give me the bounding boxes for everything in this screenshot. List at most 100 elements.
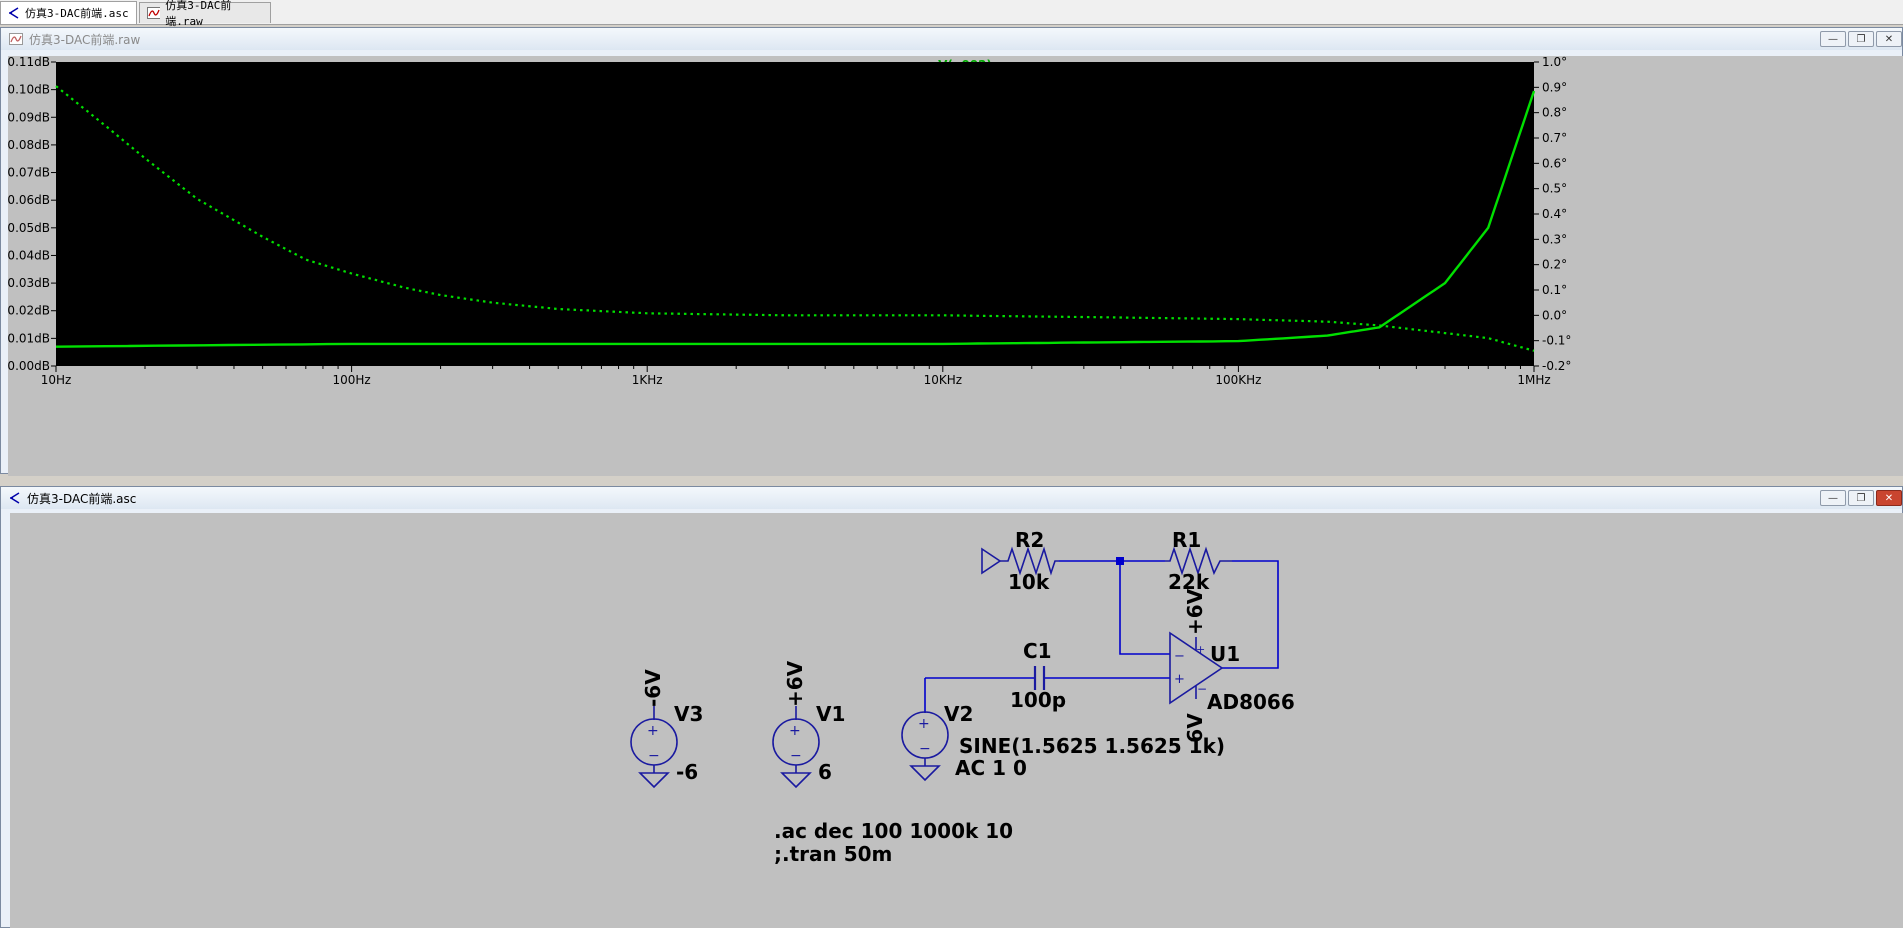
wires — [924, 560, 1279, 713]
schematic-titlebar[interactable]: 仿真3-DAC前端.asc — [1, 487, 1902, 509]
u1-name: U1 — [1210, 642, 1240, 666]
waveform-window-title: 仿真3-DAC前端.raw — [29, 32, 141, 47]
r2-name: R2 — [1015, 528, 1044, 552]
r2-value: 10k — [1008, 570, 1050, 594]
restore-button[interactable]: ❐ — [1848, 490, 1874, 506]
wire-inverting-input[interactable] — [1119, 561, 1170, 655]
waveform-icon — [147, 7, 161, 19]
waveform-window-controls: — ❐ ✕ — [1820, 31, 1902, 47]
schematic-window-title: 仿真3-DAC前端.asc — [27, 491, 137, 506]
plus-sign: + — [918, 716, 930, 732]
minimize-button[interactable]: — — [1820, 490, 1846, 506]
supply-plus-sign: + — [1196, 643, 1205, 656]
waveform-icon — [9, 33, 23, 45]
waveform-plot-pane[interactable]: V(n002) 10.00dB10.01dB10.02dB10.03dB10.0… — [8, 56, 1903, 476]
close-button[interactable]: ✕ — [1876, 490, 1902, 506]
right-tick-label: 0.6° — [1542, 156, 1567, 170]
v3-net-label: -6V — [641, 669, 665, 707]
right-tick-label: 0.2° — [1542, 258, 1567, 272]
v1-value: 6 — [818, 760, 832, 784]
magnitude-trace — [55, 90, 1536, 348]
resistor-zigzag — [1000, 546, 1059, 576]
right-tick-label: 0.8° — [1542, 106, 1567, 120]
right-tick-label: 0.0° — [1542, 308, 1567, 322]
x-tick-label: 10Hz — [41, 373, 72, 387]
schematic-canvas[interactable]: R2 10k R1 22k C1 100p − + + − U1 AD8066 … — [10, 513, 1903, 928]
x-axis: 10Hz 100Hz 1KHz 10KHz 100KHz 1MHz — [41, 366, 1551, 387]
right-tick-label: -0.1° — [1542, 334, 1571, 348]
right-tick-label: 0.9° — [1542, 80, 1567, 94]
voltage-source-v2[interactable]: + − V2 SINE(1.5625 1.5625 1k) AC 1 0 — [901, 702, 1225, 782]
close-icon: ✕ — [1884, 492, 1894, 504]
junction-dot[interactable] — [1116, 557, 1124, 565]
x-tick-label: 100KHz — [1215, 373, 1261, 387]
right-tick-label: 1.0° — [1542, 56, 1567, 69]
resistor-zigzag — [1165, 546, 1232, 576]
restore-icon: ❐ — [1856, 492, 1866, 504]
tab-schematic-label: 仿真3-DAC前端.asc — [25, 7, 129, 20]
minimize-button[interactable]: — — [1820, 31, 1846, 47]
close-button[interactable]: ✕ — [1876, 31, 1902, 47]
voltage-source-v3[interactable]: + − V3 -6 -6V — [630, 669, 703, 789]
v2-name: V2 — [944, 702, 973, 726]
close-icon: ✕ — [1884, 33, 1894, 45]
plus-sign: + — [789, 723, 801, 739]
r1-value: 22k — [1168, 570, 1210, 594]
left-tick-label: 10.09dB — [8, 110, 50, 124]
u1-vneg-net: -6V — [1183, 713, 1207, 751]
left-tick-label: 10.06dB — [8, 193, 50, 207]
document-tab-bar: 仿真3-DAC前端.asc 仿真3-DAC前端.raw — [0, 0, 1903, 28]
resistor-r1[interactable]: R1 22k — [1165, 528, 1232, 594]
minimize-icon: — — [1828, 492, 1838, 504]
restore-icon: ❐ — [1856, 33, 1866, 45]
capacitor-c1[interactable]: C1 100p — [1010, 639, 1066, 712]
schematic-drawing: R2 10k R1 22k C1 100p − + + − U1 AD8066 … — [630, 528, 1295, 866]
ground-symbol — [780, 765, 812, 789]
opamp-minus-sign: − — [1174, 649, 1185, 664]
x-tick-label: 1MHz — [1517, 373, 1550, 387]
schematic-window-controls: — ❐ ✕ — [1820, 490, 1902, 506]
schematic-icon — [10, 492, 20, 504]
ground-symbol — [909, 758, 941, 782]
v3-value: -6 — [676, 760, 698, 784]
r1-name: R1 — [1172, 528, 1201, 552]
x-tick-label: 10KHz — [924, 373, 962, 387]
ground-symbol — [638, 765, 670, 789]
v2-value-ac: AC 1 0 — [955, 756, 1027, 780]
left-tick-label: 10.10dB — [8, 83, 50, 97]
right-tick-label: -0.2° — [1542, 359, 1571, 373]
left-tick-label: 10.07dB — [8, 166, 50, 180]
opamp-u1[interactable]: − + + − U1 AD8066 +6V -6V — [1169, 588, 1295, 751]
waveform-titlebar[interactable]: 仿真3-DAC前端.raw — [1, 28, 1902, 50]
minus-sign: − — [790, 748, 802, 764]
left-tick-label: 10.01dB — [8, 331, 50, 345]
right-tick-label: 0.1° — [1542, 283, 1567, 297]
schematic-icon — [9, 7, 19, 19]
resistor-r2[interactable]: R2 10k — [981, 528, 1059, 594]
v2-value-sine: SINE(1.5625 1.5625 1k) — [959, 734, 1225, 758]
tab-waveform-label: 仿真3-DAC前端.raw — [165, 0, 232, 28]
left-tick-label: 10.02dB — [8, 304, 50, 318]
directive-tran[interactable]: ;.tran 50m — [774, 842, 892, 866]
x-tick-label: 1KHz — [632, 373, 663, 387]
opamp-triangle — [1169, 631, 1224, 705]
voltage-source-v1[interactable]: + − V1 6 +6V — [772, 660, 845, 789]
capacitor-plates — [1033, 666, 1046, 690]
plot-area[interactable] — [56, 62, 1534, 366]
right-tick-label: 0.4° — [1542, 207, 1567, 221]
plus-sign: + — [647, 723, 659, 739]
restore-button[interactable]: ❐ — [1848, 31, 1874, 47]
right-tick-label: 0.5° — [1542, 182, 1567, 196]
tab-waveform[interactable]: 仿真3-DAC前端.raw — [139, 0, 271, 28]
wire-feedback[interactable] — [1222, 560, 1279, 669]
ground-symbol — [981, 547, 1002, 575]
v3-name: V3 — [674, 702, 703, 726]
directive-ac[interactable]: .ac dec 100 1000k 10 — [774, 819, 1013, 843]
u1-vpos-net: +6V — [1183, 588, 1207, 635]
left-tick-label: 10.03dB — [8, 276, 50, 290]
tab-schematic[interactable]: 仿真3-DAC前端.asc — [0, 1, 137, 24]
supply-minus-sign: − — [1197, 682, 1207, 696]
x-tick-label: 100Hz — [332, 373, 370, 387]
c1-name: C1 — [1023, 639, 1052, 663]
opamp-plus-sign: + — [1174, 672, 1185, 687]
